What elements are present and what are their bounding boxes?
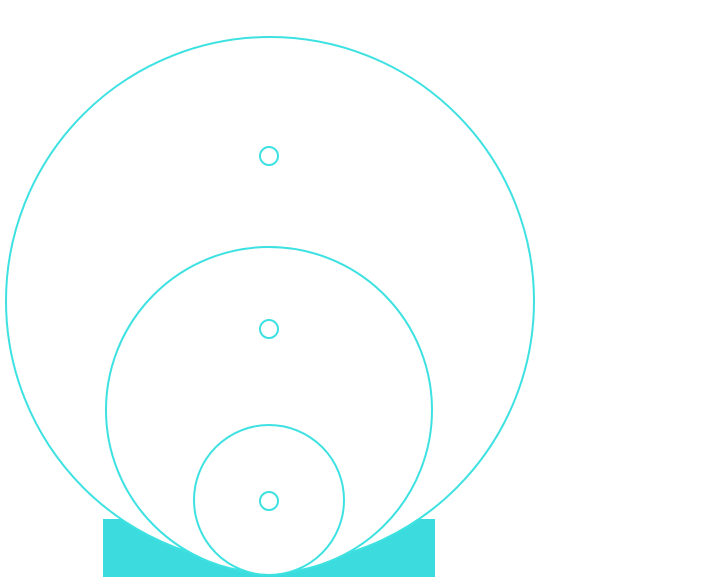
bottom-center-dot — [259, 491, 279, 511]
middle-center-dot — [259, 319, 279, 339]
top-center-dot — [259, 146, 279, 166]
